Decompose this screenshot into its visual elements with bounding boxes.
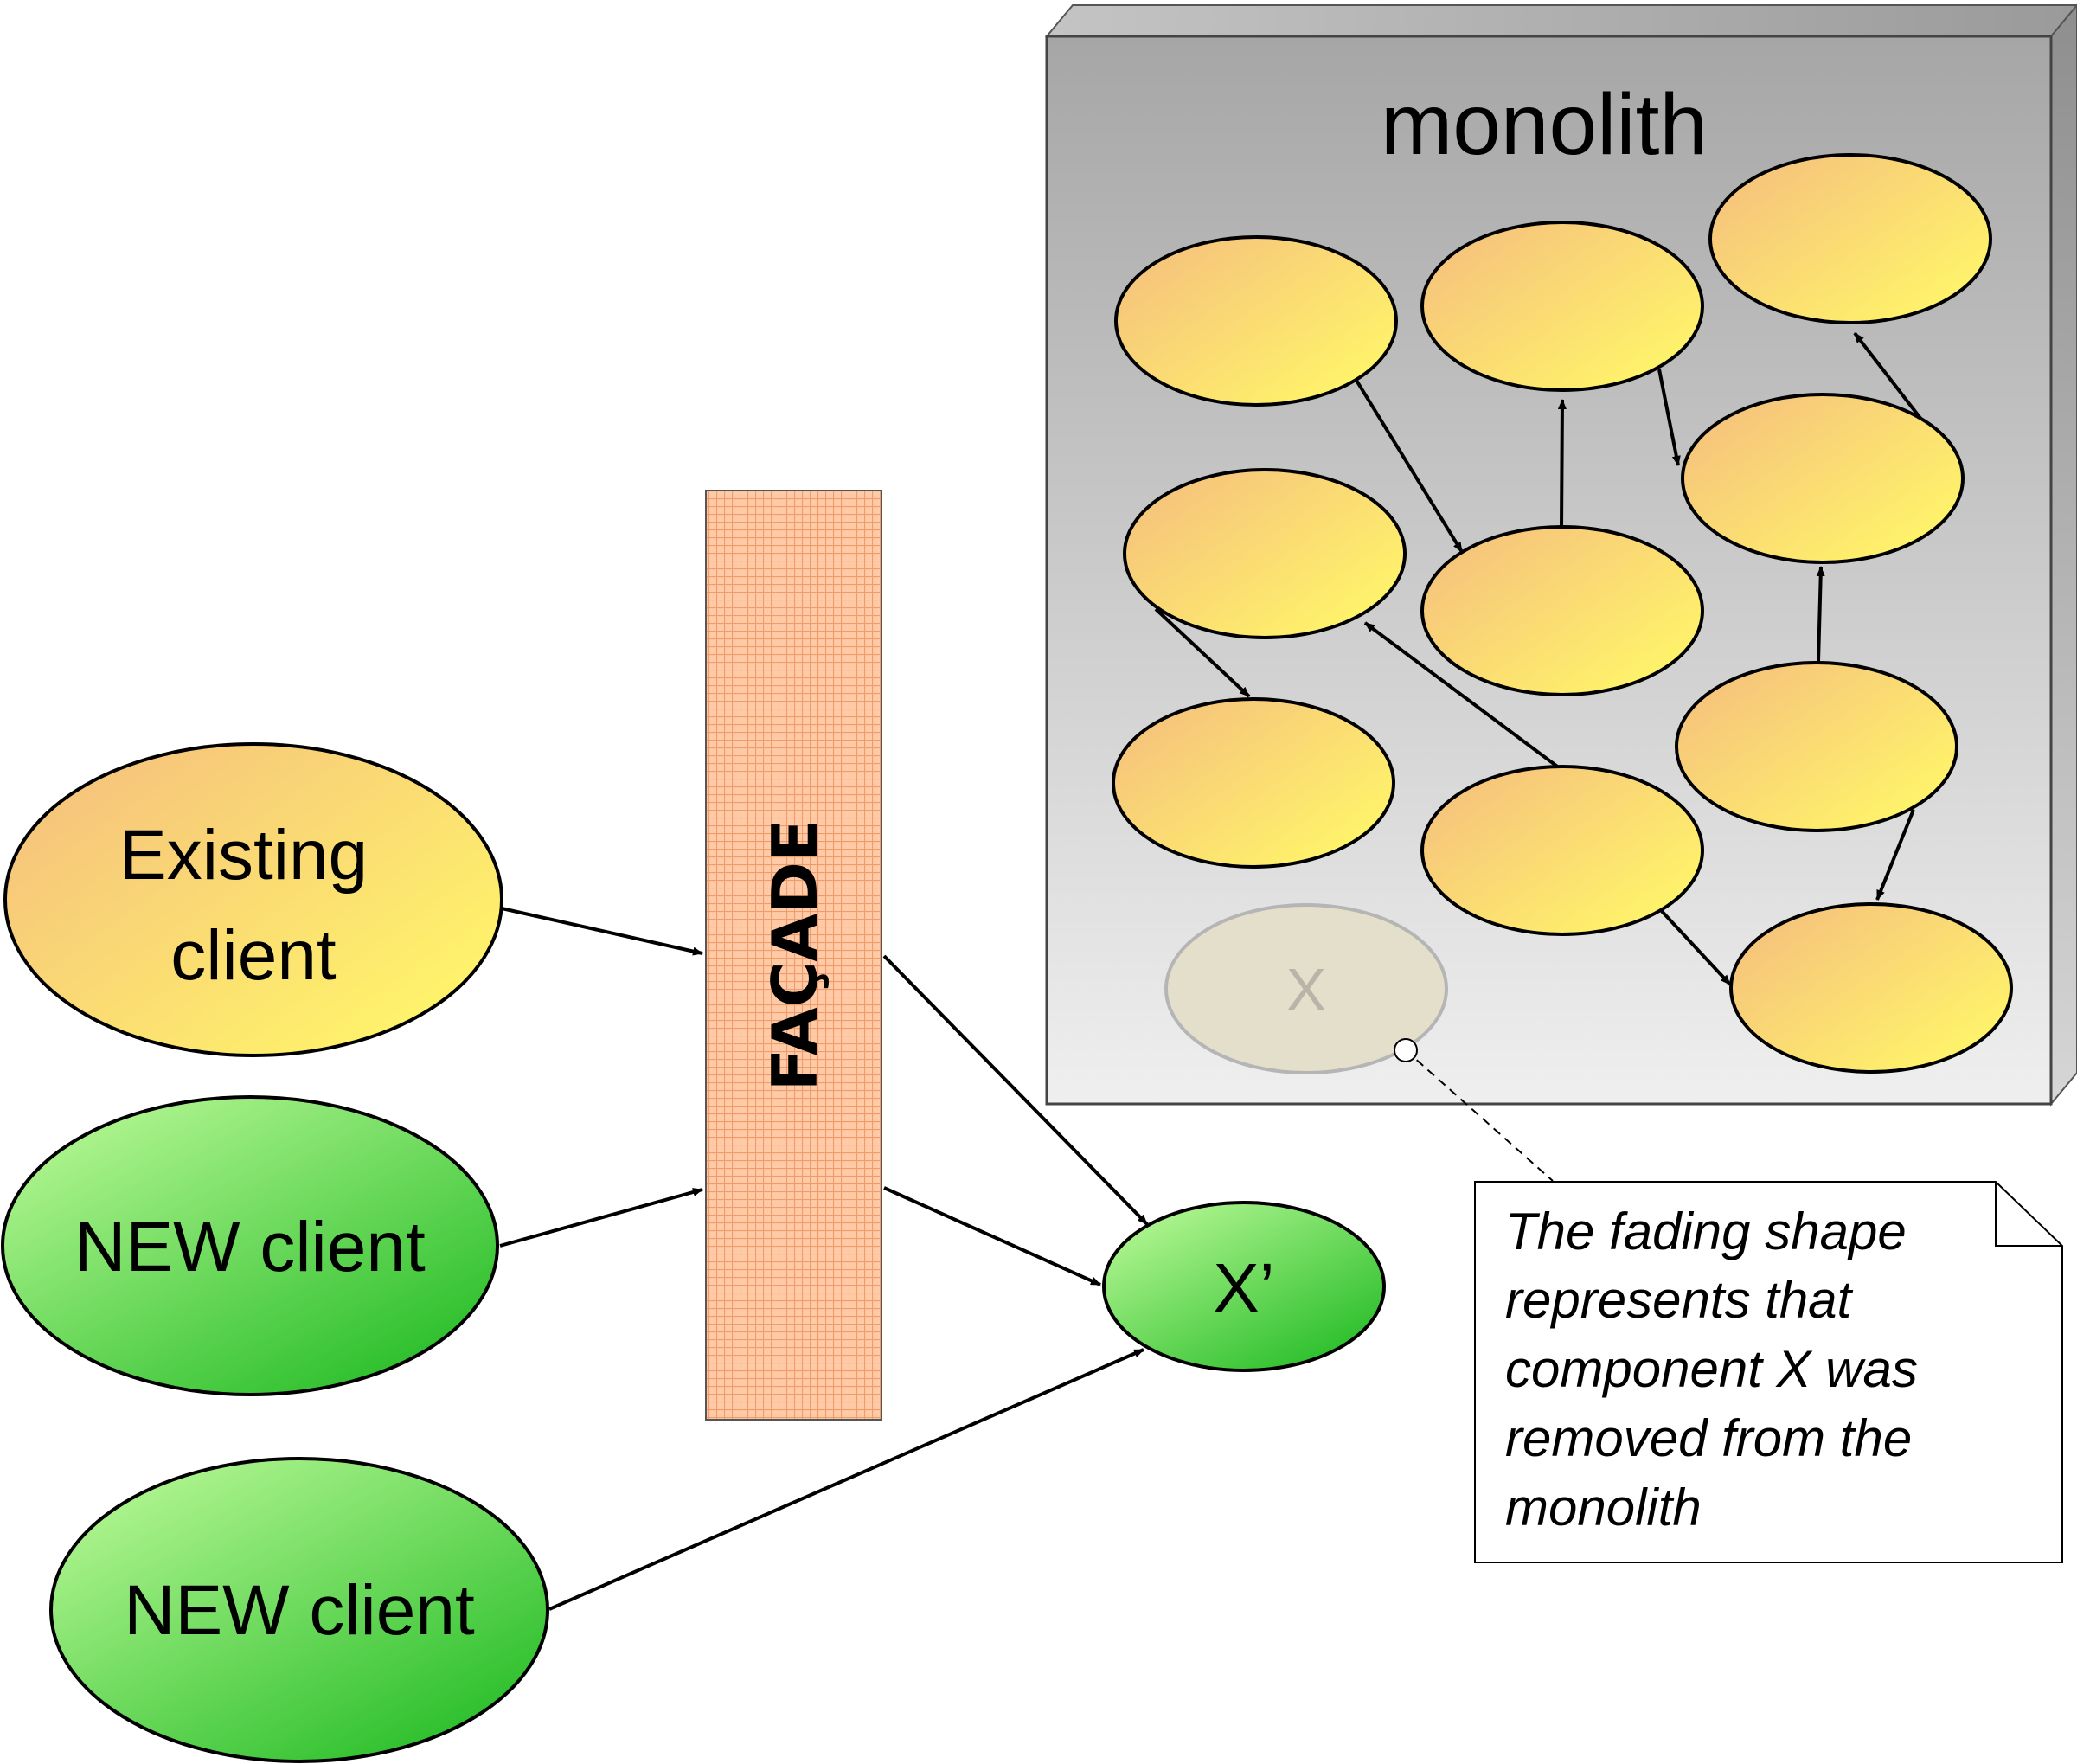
monolith-component	[1729, 902, 2013, 1074]
monolith-components	[1112, 153, 2013, 1074]
monolith-component	[1681, 393, 1965, 564]
note-text: The fading shape represents that compone…	[1505, 1203, 1933, 1536]
new-component-x-prime: X’	[1102, 1201, 1386, 1372]
new-client-2-label: NEW client	[124, 1571, 475, 1650]
facade-label: FAÇADE	[759, 819, 831, 1091]
new-client-1-label: NEW client	[74, 1208, 426, 1286]
new-client-1: NEW client	[1, 1095, 499, 1396]
monolith-title: monolith	[1381, 76, 1708, 173]
monolith-component	[1675, 661, 1958, 832]
removed-component-x: X	[1164, 903, 1448, 1074]
client-arrows	[499, 907, 1149, 1611]
callout-note: The fading shape represents that compone…	[1394, 1038, 2063, 1563]
removed-component-label: X	[1286, 956, 1327, 1023]
monolith-component	[1708, 153, 1992, 324]
new-client-2: NEW client	[49, 1457, 549, 1763]
monolith-component	[1420, 221, 1704, 392]
new-component-label: X’	[1213, 1249, 1274, 1326]
monolith-component	[1114, 235, 1398, 407]
facade: FAÇADE	[705, 490, 882, 1421]
existing-client: Existing client	[3, 742, 503, 1057]
monolith-dependencies	[1154, 331, 1924, 986]
existing-client-label: Existing client	[119, 816, 388, 995]
monolith-component	[1420, 765, 1704, 936]
monolith-component	[1420, 525, 1704, 696]
monolith-component	[1112, 697, 1395, 869]
monolith-component	[1123, 468, 1407, 639]
